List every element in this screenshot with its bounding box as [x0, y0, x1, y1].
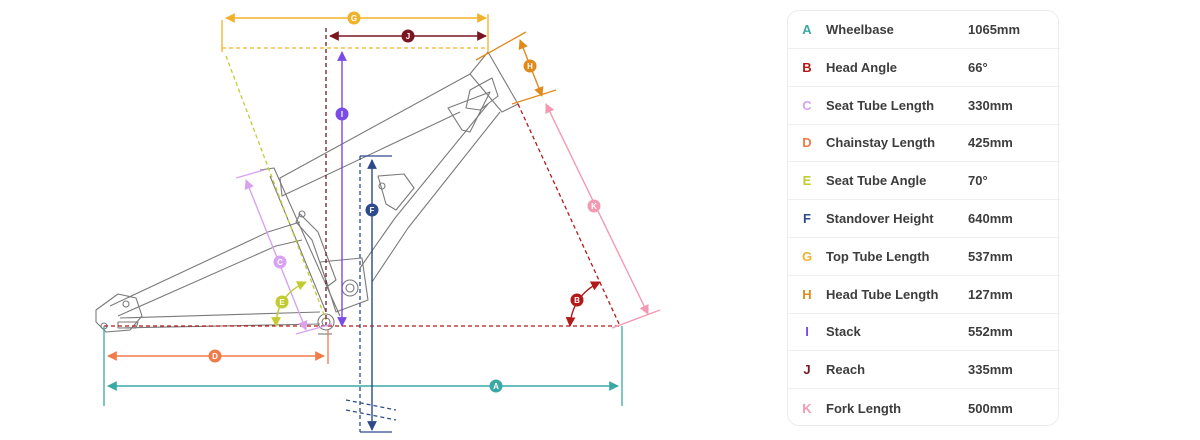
- badge-i: I: [335, 107, 349, 121]
- badge-b: B: [570, 293, 584, 307]
- badge-j: J: [401, 29, 415, 43]
- badge-letter: F: [370, 206, 375, 215]
- badge-letter: J: [406, 32, 410, 41]
- geometry-value: 425mm: [968, 135, 1013, 151]
- badge-letter: E: [279, 298, 285, 307]
- badge-letter: D: [212, 352, 218, 361]
- badge-d: D: [208, 349, 222, 363]
- geometry-value: 127mm: [968, 286, 1013, 302]
- frame-geometry-diagram: A B C D E F G H I J K: [95, 11, 661, 433]
- geometry-value: 552mm: [968, 324, 1013, 340]
- geometry-letter: C: [802, 97, 812, 113]
- geometry-letter: I: [805, 324, 809, 340]
- geometry-label: Seat Tube Length: [826, 97, 935, 113]
- geometry-label: Stack: [826, 324, 861, 340]
- geometry-value: 537mm: [968, 248, 1013, 264]
- bike-frame-outline: [95, 51, 519, 335]
- badge-letter: H: [527, 62, 533, 71]
- geometry-value: 70°: [968, 173, 988, 189]
- geometry-row: F Standover Height 640mm: [788, 200, 1060, 238]
- geometry-label: Head Angle: [826, 59, 898, 75]
- geometry-row: D Chainstay Length 425mm: [788, 124, 1060, 163]
- geometry-letter: B: [802, 59, 812, 75]
- reference-lines: [103, 14, 661, 433]
- geometry-row: K Fork Length 500mm: [788, 389, 1060, 427]
- geometry-label: Chainstay Length: [826, 135, 936, 151]
- geometry-row: B Head Angle 66°: [788, 49, 1060, 87]
- geometry-label: Fork Length: [826, 400, 902, 416]
- geometry-letter: E: [802, 173, 812, 189]
- geometry-letter: K: [802, 400, 812, 416]
- geometry-value: 1065mm: [968, 22, 1021, 37]
- geometry-letter: J: [803, 362, 811, 378]
- geometry-value: 640mm: [968, 211, 1013, 226]
- geometry-label: Top Tube Length: [826, 248, 930, 264]
- badge-a: A: [489, 379, 503, 393]
- geometry-value: 335mm: [968, 362, 1013, 378]
- badge-letter: B: [574, 296, 580, 305]
- geometry-row: G Top Tube Length 537mm: [788, 238, 1060, 276]
- geometry-row: E Seat Tube Angle 70°: [788, 162, 1060, 201]
- geometry-letter: G: [801, 248, 813, 264]
- geometry-label: Standover Height: [826, 211, 934, 226]
- geometry-label: Head Tube Length: [826, 286, 939, 302]
- badge-e: E: [275, 295, 289, 309]
- geometry-label: Seat Tube Angle: [826, 173, 927, 189]
- geometry-value: 66°: [968, 59, 988, 75]
- geometry-row: J Reach 335mm: [788, 351, 1060, 390]
- badge-k: K: [587, 199, 601, 213]
- geometry-letter: A: [802, 22, 812, 37]
- badge-f: F: [365, 203, 379, 217]
- badge-letter: A: [493, 382, 499, 391]
- geometry-row: I Stack 552mm: [788, 313, 1060, 352]
- badge-letter: I: [341, 110, 343, 119]
- geometry-label: Reach: [826, 362, 866, 378]
- geometry-row: H Head Tube Length 127mm: [788, 276, 1060, 314]
- geometry-value: 330mm: [968, 97, 1013, 113]
- geometry-row: C Seat Tube Length 330mm: [788, 87, 1060, 125]
- geometry-value: 500mm: [968, 400, 1013, 416]
- geometry-letter: D: [802, 135, 812, 151]
- badge-h: H: [523, 59, 537, 73]
- geometry-letter: H: [802, 286, 812, 302]
- badge-letter: G: [351, 14, 357, 23]
- geometry-label: Wheelbase: [826, 22, 894, 37]
- geometry-row: A Wheelbase 1065mm: [788, 11, 1060, 49]
- badge-c: C: [273, 255, 287, 269]
- badge-letter: C: [277, 258, 283, 267]
- badge-g: G: [347, 11, 361, 25]
- badge-letter: K: [591, 202, 597, 211]
- geometry-letter: F: [803, 211, 811, 226]
